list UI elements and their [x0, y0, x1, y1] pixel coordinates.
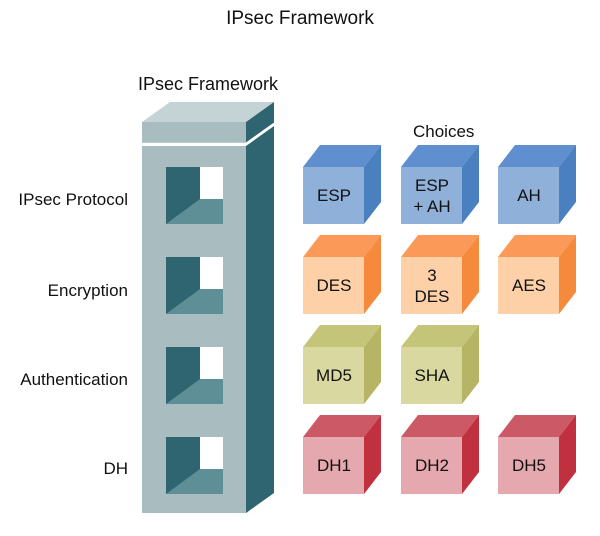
cube-front	[303, 257, 364, 314]
cube-top	[303, 325, 381, 347]
slot-floor	[166, 379, 223, 404]
cube-side	[364, 415, 381, 494]
cube-esp	[303, 145, 381, 224]
cube-esp-ah	[401, 145, 479, 224]
cube-top	[303, 235, 381, 257]
cube-front	[401, 167, 462, 224]
slot-floor	[166, 289, 223, 314]
cube-dh1-label: DH1	[316, 456, 351, 475]
cube-front	[498, 257, 559, 314]
cube-dh5-label: DH5	[511, 456, 546, 475]
cube-front	[498, 437, 559, 494]
cube-aes	[498, 235, 576, 314]
framework-tower	[142, 102, 275, 513]
cube-top	[498, 145, 576, 167]
cube-dh1	[303, 415, 381, 494]
cube-dh5	[498, 415, 576, 494]
cube-front	[303, 347, 364, 404]
cube-top	[401, 325, 479, 347]
row-label-ipsec-protocol: IPsec Protocol	[18, 190, 128, 209]
cube-dh2	[401, 415, 479, 494]
cube-side	[559, 235, 576, 314]
cube-sha-label: SHA	[414, 366, 450, 385]
tower-cap-front	[142, 122, 246, 143]
cube-front	[303, 437, 364, 494]
cube-side	[364, 325, 381, 404]
slot-floor	[166, 199, 223, 224]
cube-side	[559, 145, 576, 224]
cube-side	[462, 235, 479, 314]
cube-front	[401, 257, 462, 314]
row-label-dh: DH	[103, 459, 128, 478]
diagram-title: IPsec Framework	[226, 8, 374, 29]
choices-title: Choices	[413, 122, 475, 141]
cube-front	[498, 167, 559, 224]
cube-top	[498, 415, 576, 437]
cube-top	[498, 235, 576, 257]
cube-ah	[498, 145, 576, 224]
row-label-authentication: Authentication	[20, 370, 128, 389]
cube-front	[401, 437, 462, 494]
tower-cap-gap	[142, 122, 275, 146]
cube-side	[364, 145, 381, 224]
cube-3-des	[401, 235, 479, 314]
cube-md5-label: MD5	[316, 366, 352, 385]
cube-aes-label: AES	[511, 276, 547, 295]
slot-window	[200, 257, 223, 289]
choice-cubes	[303, 145, 576, 494]
tower-slot-authentication	[166, 347, 223, 404]
cube-dh2-label: DH2	[414, 456, 449, 475]
cube-side	[559, 415, 576, 494]
cube-top	[401, 415, 479, 437]
slot-floor	[166, 469, 223, 494]
cube-esp-ah-label: ESP+ AH	[413, 175, 451, 216]
cube-top	[401, 235, 479, 257]
cube-des	[303, 235, 381, 314]
cube-md5	[303, 325, 381, 404]
cube-sha	[401, 325, 479, 404]
cube-side	[364, 235, 381, 314]
tower-cap-side	[246, 102, 274, 143]
cube-front	[401, 347, 462, 404]
tower-title: IPsec Framework	[138, 74, 279, 94]
cube-ah-label: AH	[517, 186, 541, 205]
slot-window	[200, 347, 223, 379]
cube-front	[303, 167, 364, 224]
tower-slot-ipsec-protocol	[166, 167, 223, 224]
tower-top	[142, 102, 274, 122]
cube-esp-label: ESP	[316, 186, 352, 205]
cube-top	[303, 415, 381, 437]
tower-side	[246, 126, 274, 513]
cube-top	[401, 145, 479, 167]
slot-window	[200, 437, 223, 469]
tower-slot-dh	[166, 437, 223, 494]
cube-side	[462, 415, 479, 494]
cube-top	[303, 145, 381, 167]
tower-slot-encryption	[166, 257, 223, 314]
cube-side	[462, 325, 479, 404]
row-label-encryption: Encryption	[47, 281, 128, 300]
slot-window	[200, 167, 223, 199]
cube-des-label: DES	[316, 276, 352, 295]
cube-side	[462, 145, 479, 224]
